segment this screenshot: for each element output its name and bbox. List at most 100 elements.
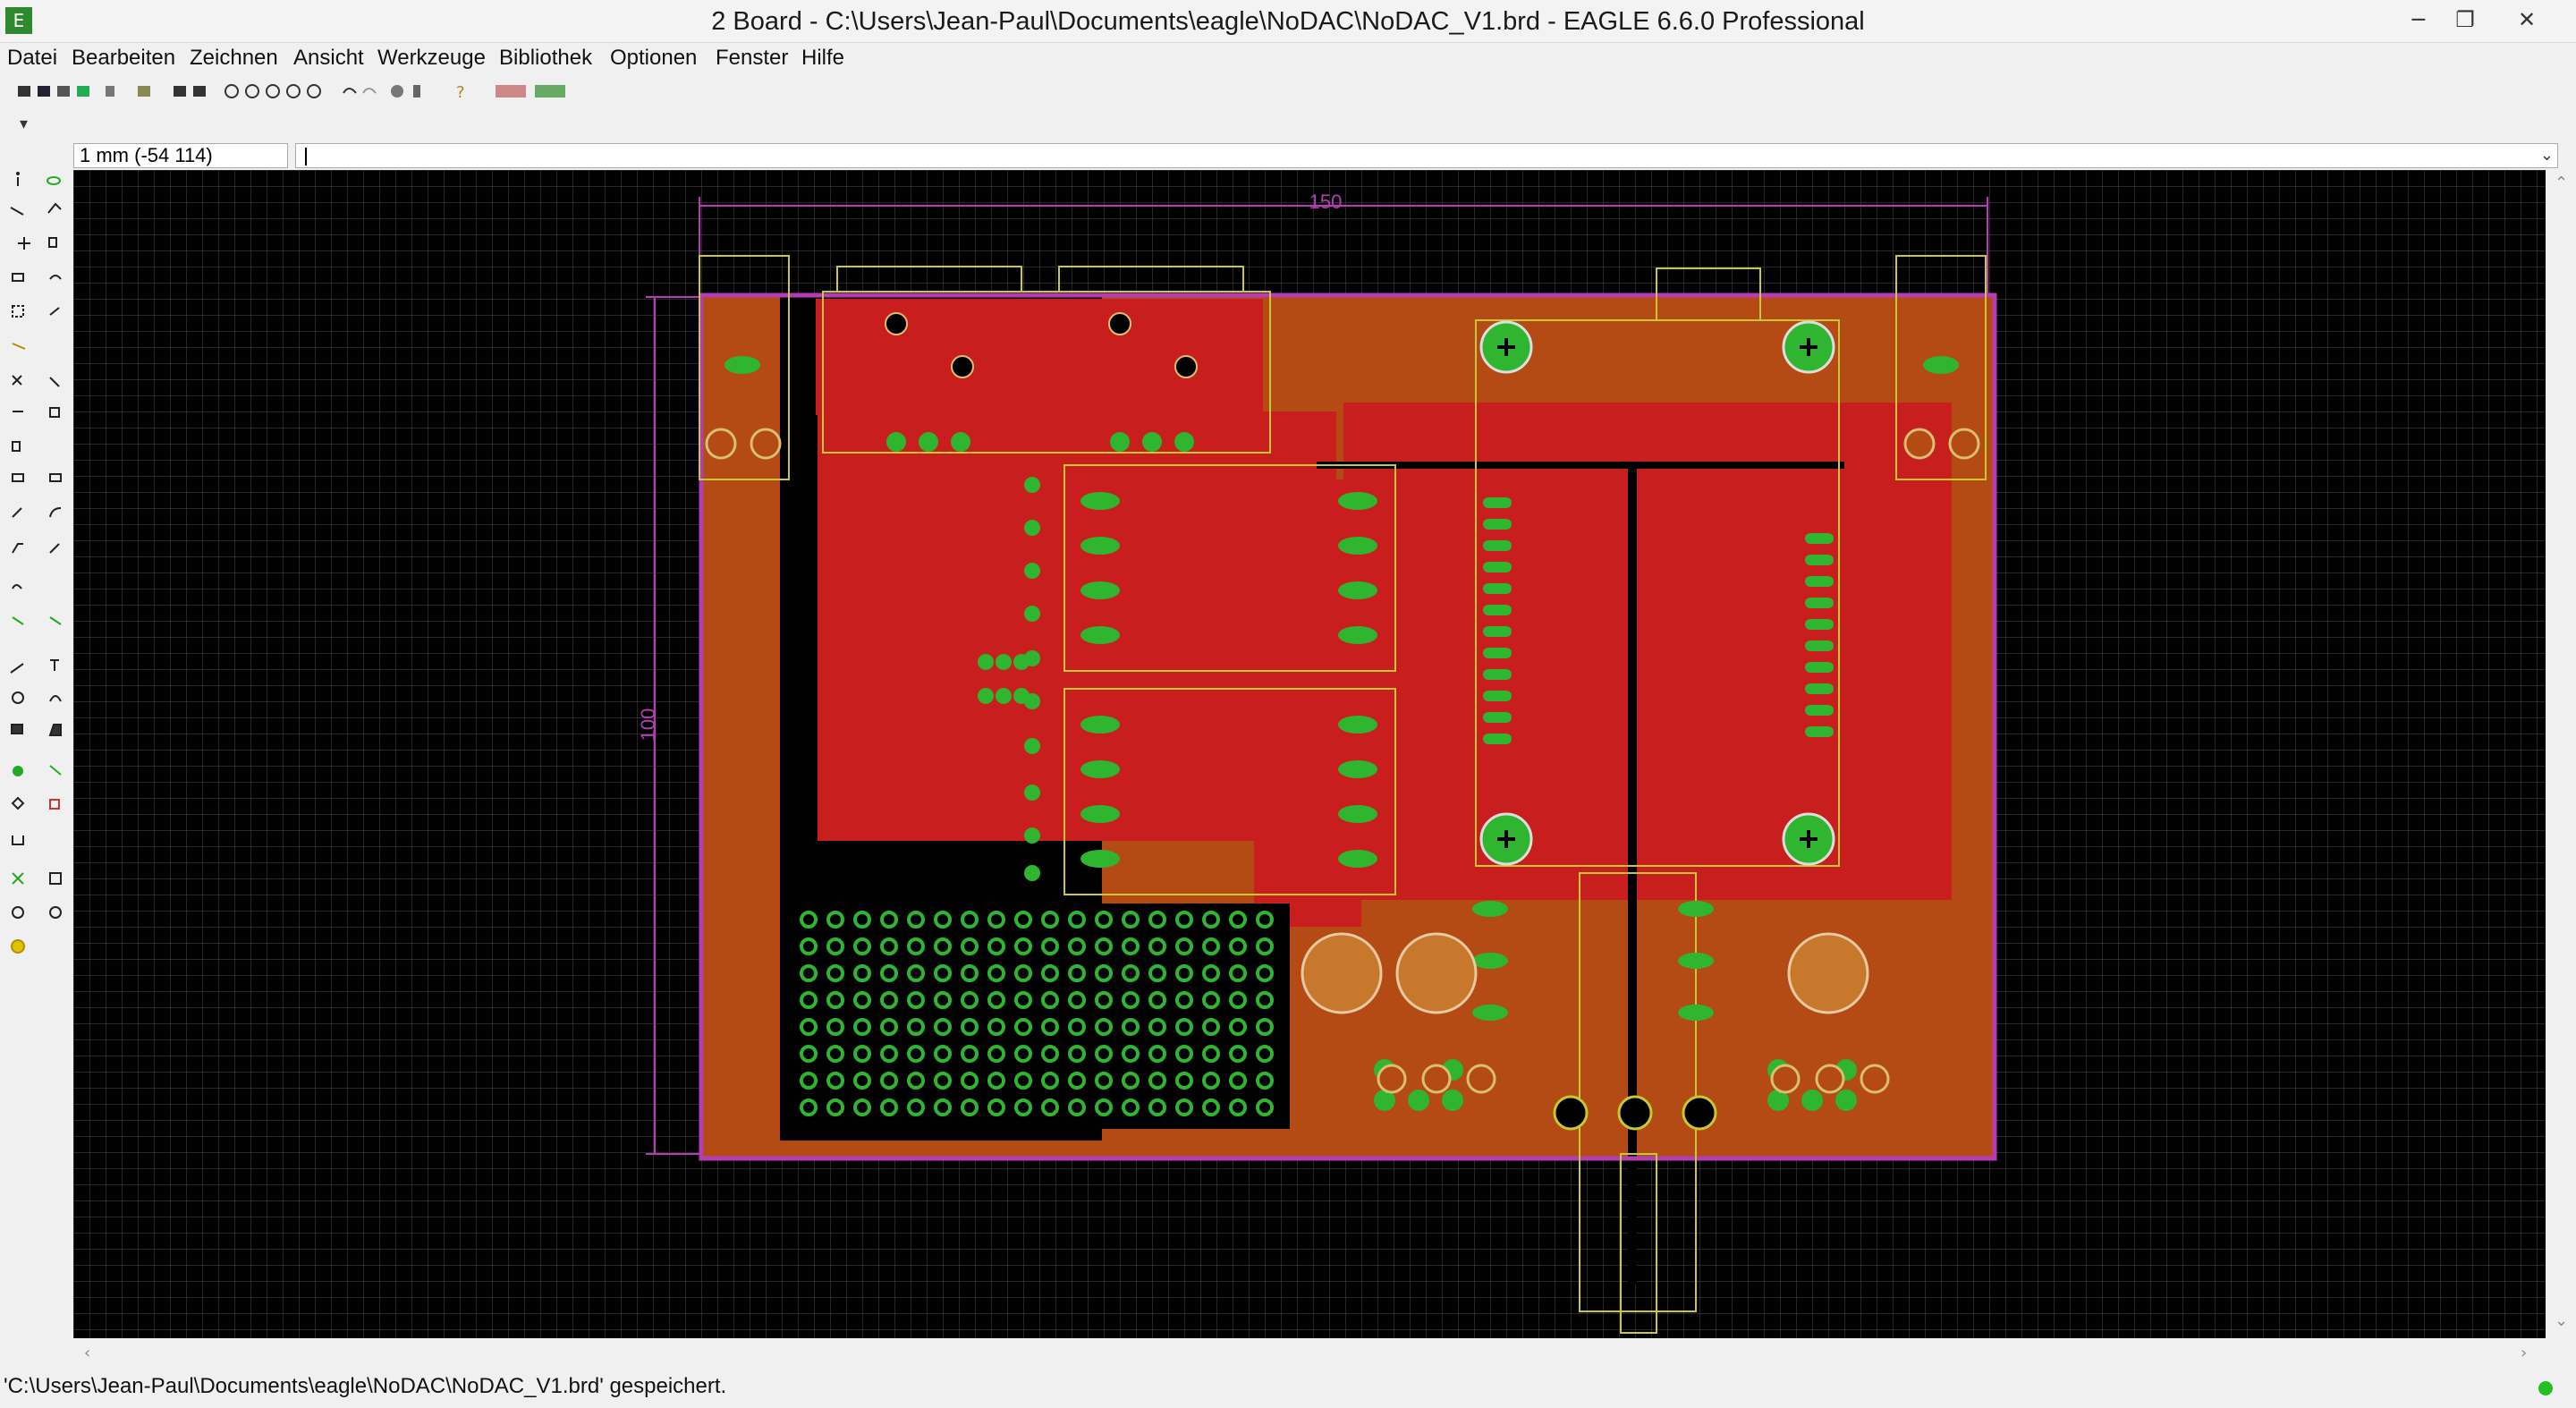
mark-tool-icon (47, 202, 62, 214)
show-tool-icon (47, 176, 61, 185)
title-bar: E 2 Board - C:\Users\Jean-Paul\Documents… (0, 0, 2576, 43)
scroll-down-icon[interactable]: ⌄ (2555, 1311, 2569, 1330)
cam-icon (77, 86, 89, 97)
menu-optionen[interactable]: Optionen (610, 46, 698, 70)
board-outline (699, 293, 1997, 1161)
minimize-button[interactable]: ─ (2411, 7, 2426, 32)
perfboard-area (789, 903, 1290, 1129)
display-icon (193, 86, 206, 97)
main-toolbar: ? (0, 73, 2576, 109)
add-tool-icon (49, 377, 60, 387)
arc-tool-icon (49, 695, 62, 702)
paste-tool-icon (12, 343, 26, 350)
erc-tool-icon (49, 906, 62, 919)
menu-hilfe[interactable]: Hilfe (801, 46, 845, 70)
signal-tool-icon (49, 765, 62, 776)
undo-icon (343, 88, 357, 94)
dimension-width-label: 150 (1309, 191, 1343, 213)
rect-tool-icon (11, 724, 23, 734)
optimize-tool-icon (12, 543, 23, 554)
layers-icon (174, 86, 186, 97)
dimension-horizontal (699, 197, 1988, 295)
mirror-tool-icon (12, 273, 24, 282)
top-copper-pour-left (818, 411, 1336, 841)
lock-tool-icon (49, 407, 60, 418)
menu-ansicht[interactable]: Ansicht (293, 46, 364, 70)
stop-icon (391, 85, 403, 98)
dimension-tool-icon (12, 835, 24, 845)
help-icon: ? (456, 83, 465, 102)
zoom-out-icon (266, 84, 280, 98)
value-tool-icon (49, 473, 62, 482)
menu-bibliothek[interactable]: Bibliothek (499, 46, 593, 70)
status-indicator-icon (2538, 1381, 2553, 1395)
scroll-left-icon[interactable]: ‹ (84, 1344, 91, 1362)
dc-jack-pads (1553, 1095, 1717, 1131)
drc-tool-icon (12, 906, 24, 919)
move-tool-icon (18, 237, 30, 250)
menu-bar: Datei Bearbeiten Zeichnen Ansicht Werkze… (0, 43, 2576, 73)
zoom-redraw-icon (286, 84, 301, 98)
toolbar-icons: ? (18, 83, 565, 102)
pcb-drawing: 150 100 (637, 191, 1997, 1334)
board-canvas[interactable]: 150 100 (73, 170, 2546, 1338)
delete-tool-icon (12, 375, 22, 386)
command-line-input[interactable]: ⌄ (295, 143, 2558, 168)
menu-werkzeuge[interactable]: Werkzeuge (377, 46, 486, 70)
menu-datei[interactable]: Datei (7, 46, 58, 70)
rotate-tool-icon (49, 275, 62, 280)
screw-terminals (705, 428, 1980, 1094)
maximize-button[interactable]: ❐ (2455, 7, 2475, 32)
route-tool-icon (49, 543, 60, 554)
scroll-up-icon[interactable]: ⌃ (2555, 174, 2569, 192)
hole-tool-icon (11, 796, 25, 810)
menu-zeichnen[interactable]: Zeichnen (190, 46, 278, 70)
zoom-fit-icon (225, 84, 239, 98)
dimension-vertical (646, 296, 699, 1155)
design-blocks-icon (535, 85, 565, 98)
zoom-select-icon (307, 84, 321, 98)
toolbar-dropdown-icon[interactable]: ▾ (20, 115, 29, 133)
coordinate-display: 1 mm (-54 114) (73, 143, 288, 168)
command-history-dropdown-icon[interactable]: ⌄ (2539, 146, 2554, 165)
line-tool-icon (10, 663, 24, 674)
wire-tool-icon (12, 616, 24, 625)
scroll-right-icon[interactable]: › (2521, 1344, 2528, 1362)
redo-icon (362, 88, 377, 94)
menu-bearbeiten[interactable]: Bearbeiten (72, 46, 176, 70)
attribute-tool-icon (49, 799, 60, 810)
menu-fenster[interactable]: Fenster (716, 46, 789, 70)
split-tool-icon (12, 507, 22, 518)
text-caret (305, 148, 307, 165)
silkscreen (699, 255, 1987, 1334)
open-icon (18, 86, 30, 97)
go-icon (413, 85, 420, 98)
info-tool-icon (16, 172, 20, 186)
script-icon (106, 86, 114, 97)
autoroute-tool-icon (49, 616, 62, 625)
smash-tool-icon (12, 441, 21, 452)
parameter-toolbar: ▾ (0, 109, 2576, 141)
tool-palette (0, 170, 73, 1338)
close-button[interactable]: ✕ (2517, 7, 2537, 32)
display-tool-icon (10, 207, 24, 216)
perfboard-pads (800, 911, 1274, 1116)
grid-tool-icon (49, 872, 62, 885)
status-bar: 'C:\Users\Jean-Paul\Documents\eagle\NoDA… (0, 1369, 2576, 1408)
ratsnest-tool-icon (12, 872, 24, 885)
circle-tool-icon (12, 691, 24, 704)
horizontal-scrollbar[interactable]: ‹ › (73, 1338, 2546, 1369)
design-link-icon (496, 85, 526, 98)
top-copper-pour-middle (1343, 403, 1952, 900)
polygon-tool-icon (48, 724, 62, 736)
trimmers (1301, 932, 1869, 1014)
errors-tool-icon (11, 939, 25, 954)
name-tool-icon (12, 473, 24, 482)
vertical-scrollbar[interactable]: ⌃ ⌄ (2546, 170, 2576, 1338)
eagle-app-icon[interactable]: E (5, 7, 32, 34)
mounting-hole-crosses (1497, 338, 1818, 848)
print-icon (57, 86, 70, 97)
zoom-in-icon (245, 84, 259, 98)
change-tool-icon (49, 307, 60, 316)
run-icon (138, 86, 150, 97)
